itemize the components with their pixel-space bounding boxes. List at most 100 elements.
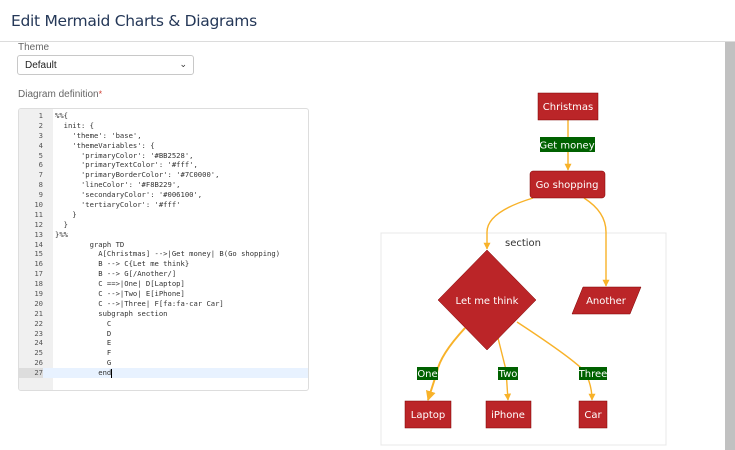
line-number: 19 xyxy=(34,289,43,299)
code-line[interactable]: 22 C xyxy=(19,319,308,329)
code-line[interactable]: 18 C ==>|One| D[Laptop] xyxy=(19,279,308,289)
line-number: 21 xyxy=(34,308,43,318)
svg-text:Christmas: Christmas xyxy=(543,102,593,113)
code-text: 'secondaryColor': '#006100', xyxy=(55,190,203,200)
code-text: C -->|Three| F[fa:fa-car Car] xyxy=(55,298,224,308)
line-number: 10 xyxy=(34,200,43,210)
svg-text:Laptop: Laptop xyxy=(411,410,445,421)
edge-label-one: One xyxy=(417,367,438,380)
edge-label-three: Three xyxy=(578,367,607,380)
code-text: } xyxy=(55,209,77,219)
line-number: 4 xyxy=(38,140,43,150)
code-line[interactable]: 7 'primaryBorderColor': '#7C0000', xyxy=(19,170,308,180)
page-scrollbar[interactable] xyxy=(725,42,735,450)
line-number-gutter xyxy=(19,109,53,390)
code-text: subgraph section xyxy=(55,308,168,318)
line-number: 6 xyxy=(38,160,43,170)
line-number: 3 xyxy=(38,130,43,140)
code-line[interactable]: 10 'tertiaryColor': '#fff' xyxy=(19,200,308,210)
code-line[interactable]: 14 graph TD xyxy=(19,240,308,250)
code-text: 'primaryBorderColor': '#7C0000', xyxy=(55,170,220,180)
theme-select-value: Default xyxy=(25,60,57,71)
code-line[interactable]: 11 } xyxy=(19,210,308,220)
line-number: 14 xyxy=(34,239,43,249)
code-line[interactable]: 23 D xyxy=(19,329,308,339)
text-cursor xyxy=(111,368,113,378)
svg-text:Let me think: Let me think xyxy=(456,296,519,307)
svg-text:iPhone: iPhone xyxy=(491,410,525,421)
node-iphone: iPhone xyxy=(485,400,532,429)
line-number: 23 xyxy=(34,328,43,338)
code-line[interactable]: 27 end xyxy=(19,368,308,379)
code-line[interactable]: 13}%% xyxy=(19,230,308,240)
code-line[interactable]: 19 C -->|Two| E[iPhone] xyxy=(19,289,308,299)
code-line[interactable]: 24 E xyxy=(19,338,308,348)
code-line[interactable]: 26 G xyxy=(19,358,308,368)
code-line[interactable]: 9 'secondaryColor': '#006100', xyxy=(19,190,308,200)
code-line[interactable]: 21 subgraph section xyxy=(19,309,308,319)
diagram-definition-label-text: Diagram definition xyxy=(18,89,99,100)
code-line[interactable]: 3 'theme': 'base', xyxy=(19,131,308,141)
line-number: 11 xyxy=(34,209,43,219)
code-line[interactable]: 8 'lineColor': '#F8B229', xyxy=(19,180,308,190)
code-text: B --> G[/Another/] xyxy=(55,269,177,279)
line-number: 16 xyxy=(34,259,43,269)
theme-label: Theme xyxy=(18,42,50,53)
line-number: 13 xyxy=(34,229,43,239)
code-line[interactable]: 17 B --> G[/Another/] xyxy=(19,269,308,279)
node-go-shopping: Go shopping xyxy=(529,170,606,199)
code-line[interactable]: 12 } xyxy=(19,220,308,230)
node-car: Car xyxy=(578,400,608,429)
code-line[interactable]: 20 C -->|Three| F[fa:fa-car Car] xyxy=(19,299,308,309)
code-text: end xyxy=(55,368,113,378)
svg-text:One: One xyxy=(417,369,437,380)
line-number: 1 xyxy=(38,111,43,120)
chevron-down-icon: ⌄ xyxy=(179,59,187,69)
code-text: 'theme': 'base', xyxy=(55,130,142,140)
node-laptop: Laptop xyxy=(404,400,452,429)
code-line[interactable]: 25 F xyxy=(19,348,308,358)
code-lines[interactable]: 1%%{2 init: {3 'theme': 'base',4 'themeV… xyxy=(19,111,308,379)
code-text: C xyxy=(55,318,112,328)
code-line[interactable]: 2 init: { xyxy=(19,121,308,131)
line-number: 2 xyxy=(38,120,43,130)
code-text: 'lineColor': '#F8B229', xyxy=(55,180,181,190)
svg-text:Two: Two xyxy=(498,369,518,380)
code-text: init: { xyxy=(55,120,94,130)
line-number: 27 xyxy=(19,368,43,379)
code-text: 'primaryTextColor': '#fff', xyxy=(55,160,198,170)
theme-select[interactable]: Default ⌄ xyxy=(17,55,194,75)
code-text: A[Christmas] -->|Get money| B(Go shoppin… xyxy=(55,249,281,259)
svg-text:Another: Another xyxy=(586,296,627,307)
diagram-definition-label: Diagram definition* xyxy=(18,89,102,100)
code-text: 'themeVariables': { xyxy=(55,140,155,150)
code-line[interactable]: 6 'primaryTextColor': '#fff', xyxy=(19,160,308,170)
code-text: C ==>|One| D[Laptop] xyxy=(55,279,185,289)
code-line[interactable]: 5 'primaryColor': '#BB2528', xyxy=(19,151,308,161)
page-title: Edit Mermaid Charts & Diagrams xyxy=(11,12,257,30)
svg-text:Car: Car xyxy=(584,410,602,421)
line-number: 22 xyxy=(34,318,43,328)
line-number: 9 xyxy=(38,190,43,200)
code-line[interactable]: 1 %%{ xyxy=(19,111,308,121)
code-text: D xyxy=(55,328,112,338)
edge-label-get-money: Get money xyxy=(539,137,595,152)
svg-text:Get money: Get money xyxy=(539,141,594,152)
code-line[interactable]: 4 'themeVariables': { xyxy=(19,141,308,151)
line-number: 20 xyxy=(34,298,43,308)
code-line[interactable]: 16 B --> C{Let me think} xyxy=(19,259,308,269)
code-editor[interactable]: 1%%{2 init: {3 'theme': 'base',4 'themeV… xyxy=(18,108,309,391)
code-text: } xyxy=(55,219,68,229)
subgraph-title: section xyxy=(505,238,541,249)
code-text: E xyxy=(55,338,112,348)
code-text: }%% xyxy=(55,229,68,239)
line-number: 26 xyxy=(34,358,43,368)
code-line[interactable]: 15 A[Christmas] -->|Get money| B(Go shop… xyxy=(19,249,308,259)
code-text: C -->|Two| E[iPhone] xyxy=(55,289,185,299)
line-number: 25 xyxy=(34,348,43,358)
code-text: B --> C{Let me think} xyxy=(55,259,190,269)
code-text: %%{ xyxy=(55,111,68,120)
line-number: 24 xyxy=(34,338,43,348)
code-text: graph TD xyxy=(55,239,125,249)
